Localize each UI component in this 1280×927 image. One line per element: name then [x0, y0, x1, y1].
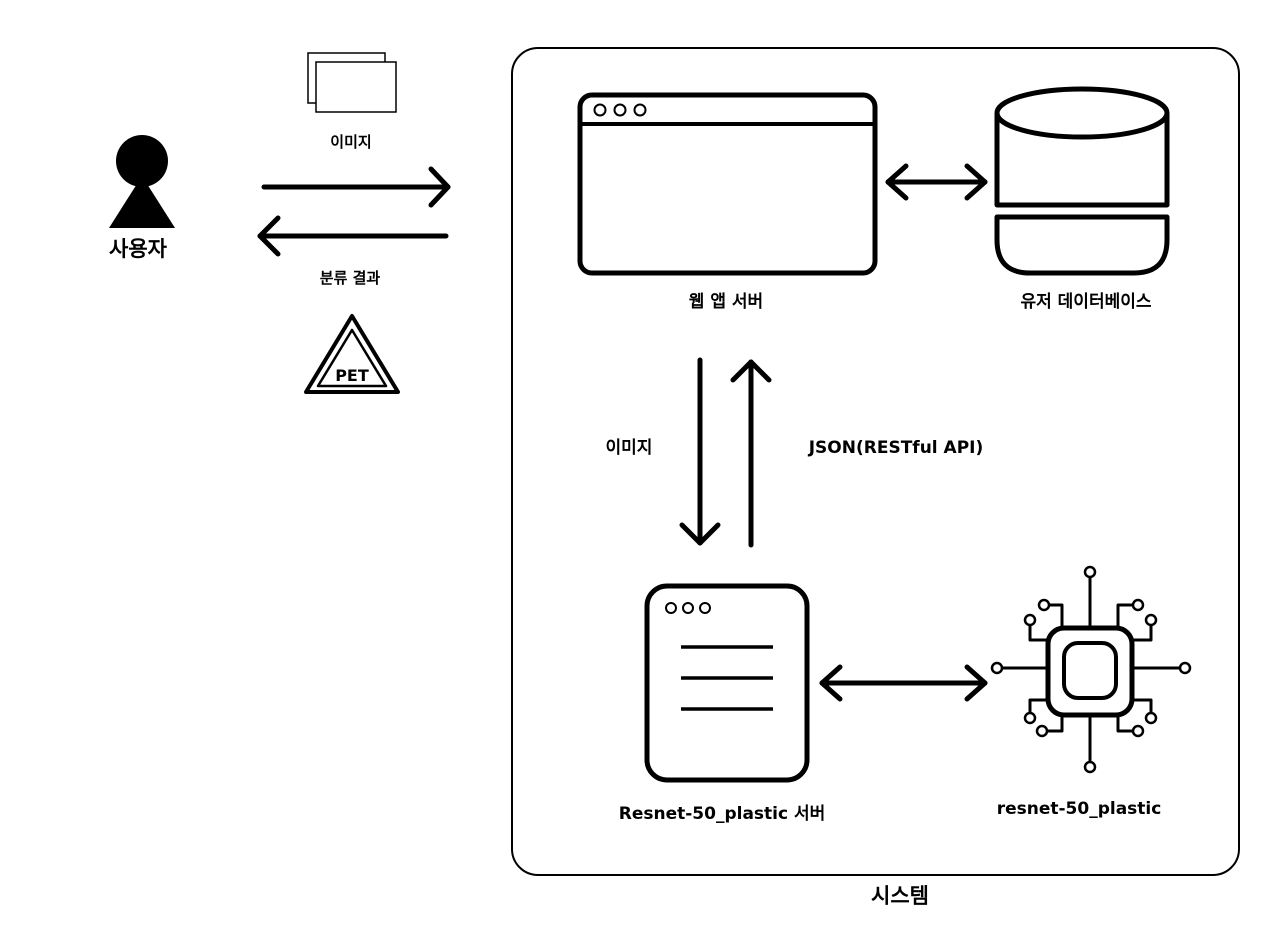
user-label: 사용자: [109, 237, 168, 261]
model-request-label: 이미지: [606, 438, 653, 458]
database-label: 유저 데이터베이스: [1020, 292, 1151, 312]
model-response-label: JSON(RESTful API): [808, 438, 984, 458]
server-document-icon: [644, 583, 810, 783]
server-model-arrow: [819, 664, 988, 702]
images-icon: [307, 52, 397, 113]
result-arrow: [257, 215, 449, 257]
request-arrow: [679, 357, 721, 546]
web-server-label: 웹 앱 서버: [689, 291, 763, 312]
pet-badge-text: PET: [335, 366, 369, 385]
result-label: 분류 결과: [320, 269, 381, 287]
web-db-arrow: [885, 163, 988, 201]
database-icon: [994, 86, 1170, 276]
upload-arrow: [261, 166, 451, 208]
model-server-label: Resnet-50_plastic 서버: [619, 804, 826, 824]
person-icon: [109, 135, 175, 228]
browser-window-icon: [577, 92, 878, 276]
system-label: 시스템: [871, 884, 929, 908]
chip-icon: [990, 565, 1192, 774]
model-label: resnet-50_plastic: [997, 799, 1162, 819]
pet-badge-icon: PET: [304, 314, 400, 394]
upload-label: 이미지: [330, 133, 371, 151]
response-arrow: [730, 359, 772, 548]
system-boundary: [511, 47, 1240, 876]
